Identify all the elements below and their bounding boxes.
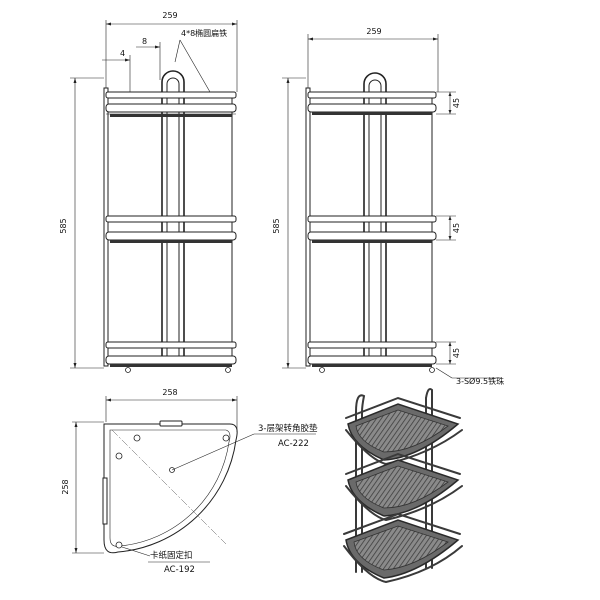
side-shelf-top [307,91,437,115]
clip-note-line1: 卡纸固定扣 [150,550,193,561]
tier-dimension-2: 45 [436,215,461,241]
center-line [111,429,227,545]
illustration-tier-bottom [343,512,463,584]
screw-note: 3-SØ9.5铁珠 [456,376,504,386]
svg-text:45: 45 [452,223,461,233]
rubber-pad [222,434,230,442]
side-height-label: 585 [272,218,281,233]
side-shelf-middle [307,215,437,243]
offset-8-label: 8 [142,37,147,46]
side-width-label: 259 [366,27,381,36]
top-view: 258 258 3-层架转角胶垫 AC-222 卡纸固定扣 AC-192 [61,388,318,575]
fixing-clip [115,541,123,549]
top-width-label: 258 [162,388,177,397]
front-view: 259 4 8 4*8椭圆扁铁 585 [59,11,238,373]
leader-line [121,546,151,557]
front-shelf-top [105,91,237,117]
tray-outline [103,423,238,554]
front-width-label: 259 [162,11,177,20]
front-height-label: 585 [59,218,68,233]
rubber-pad [115,452,123,460]
pad-note-line2: AC-222 [278,439,309,449]
svg-text:45: 45 [452,98,461,108]
hoop-post [161,70,185,360]
tier-dimension-3: 45 [436,341,461,365]
pad-note-line1: 3-层架转角胶垫 [258,423,318,434]
material-note: 4*8椭圆扁铁 [181,28,227,38]
leader-line [435,367,453,379]
tier-dimension-1: 45 [436,91,461,115]
back-rail [102,477,108,525]
front-shelf-bottom [105,341,237,373]
illustration-tier-middle [345,452,463,522]
illustration-tier-top [345,396,463,466]
product-illustration [343,388,463,584]
front-shelf-middle [105,215,237,243]
svg-text:45: 45 [452,348,461,358]
side-view: 259 585 [272,27,504,386]
back-post [103,87,109,367]
side-shelf-bottom [307,341,437,373]
hoop-post [363,72,387,360]
leader-line [171,433,255,471]
offset-4-label: 4 [120,49,125,58]
leader-line [179,39,211,93]
rubber-pad [133,434,141,442]
top-depth-label: 258 [61,479,70,494]
clip-note-line2: AC-192 [164,565,195,575]
